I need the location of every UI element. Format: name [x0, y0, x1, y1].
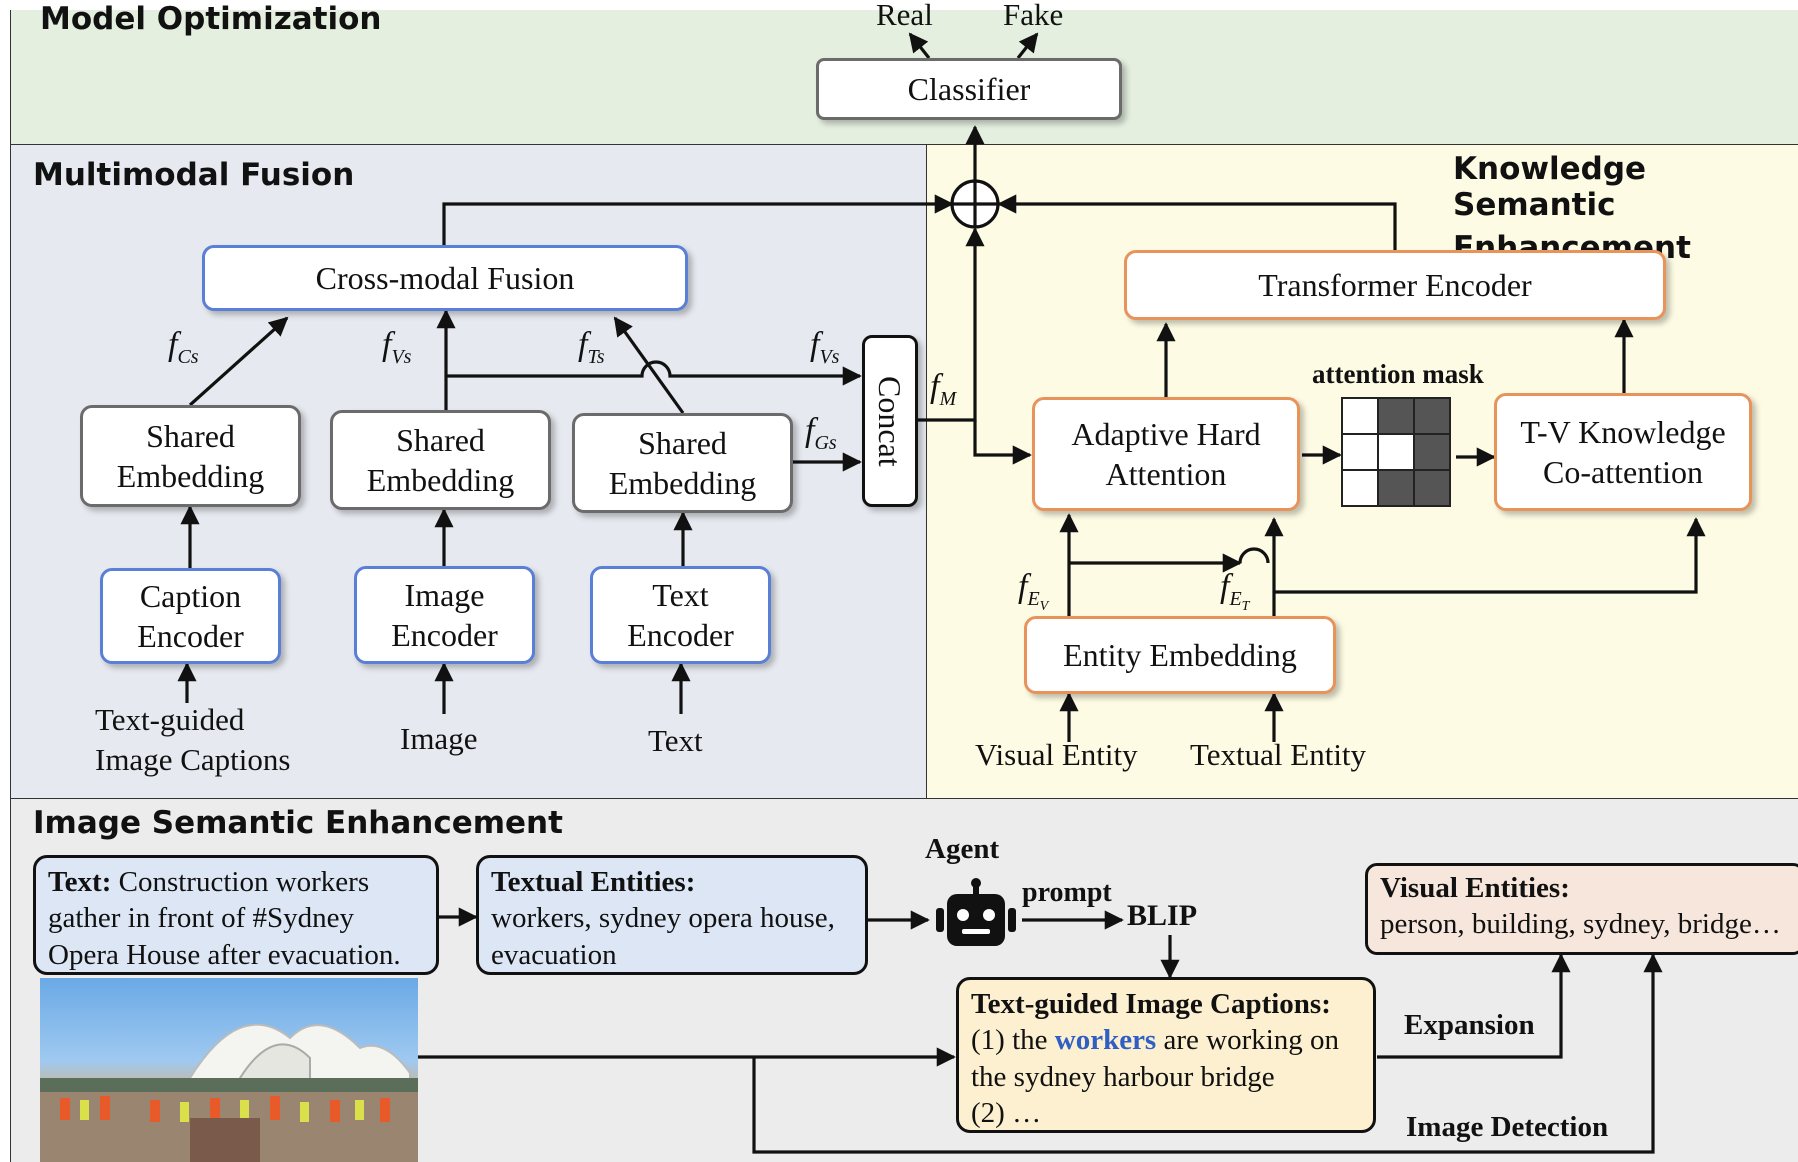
text-value: Construction workers gather in front of … [48, 866, 401, 971]
image-encoder-line1: Image [404, 577, 485, 613]
photo-illustration [40, 1023, 418, 1162]
attention-mask-label: attention mask [1312, 359, 1484, 389]
input-text-label: Text [648, 723, 703, 758]
captions-box: Text-guided Image Captions: (1) the work… [956, 977, 1376, 1133]
input-text-box: Text: Construction workers gather in fro… [33, 855, 439, 975]
visual-entities-box: Visual Entities: person, building, sydne… [1365, 863, 1798, 955]
coattention-line2: Co-attention [1543, 454, 1703, 490]
image-encoder-line2: Encoder [391, 617, 498, 653]
arrow-fm-adaptive [973, 420, 1032, 465]
shared-embedding-line2: Embedding [608, 465, 757, 501]
arrow-to-real [908, 32, 931, 59]
textual-entities-box: Textual Entities: workers, sydney opera … [476, 855, 868, 975]
input-captions-label: Text-guided Image Captions [95, 700, 290, 781]
mask-cell [1341, 433, 1379, 471]
textual-entities-value: workers, sydney opera house, evacuation [491, 902, 835, 971]
agent-label: Agent [925, 833, 1000, 865]
mask-cell [1341, 397, 1379, 435]
visual-entities-label: Visual Entities: [1380, 872, 1570, 904]
shared-embedding-line1: Shared [146, 418, 235, 454]
mask-cell [1377, 433, 1415, 471]
adaptive-line1: Adaptive Hard [1071, 416, 1261, 452]
adaptive-line2: Attention [1105, 456, 1227, 492]
oplus-symbol [950, 179, 1000, 229]
image-enhancement-title: Image Semantic Enhancement [33, 805, 563, 841]
shared-embedding-line1: Shared [638, 425, 727, 461]
knowledge-enhancement-title-line1: Knowledge Semantic [1453, 151, 1647, 223]
f-vs2-label: fVs [810, 326, 840, 368]
textual-entity-label: Textual Entity [1190, 737, 1367, 772]
robot-icon [936, 878, 1016, 946]
arrow-to-fake [1016, 32, 1039, 59]
input-captions-line1: Text-guided [95, 702, 245, 737]
arrow-vs-concat [446, 360, 862, 386]
shared-embedding-line2: Embedding [116, 458, 265, 494]
arrow-et-coattention [1274, 517, 1706, 594]
mask-cell [1413, 469, 1451, 507]
blip-label: BLIP [1127, 899, 1198, 932]
multimodal-fusion-title: Multimodal Fusion [33, 157, 355, 193]
concat-box: Concat [862, 335, 918, 507]
f-m-label: fM [930, 368, 957, 410]
caption-highlight: workers [1054, 1024, 1157, 1057]
f-cs-label: fCs [168, 326, 199, 368]
caption-more: (2) … [971, 1096, 1042, 1129]
real-label: Real [876, 0, 933, 32]
textual-entities-label: Textual Entities: [491, 866, 696, 898]
mask-cell [1377, 397, 1415, 435]
text-label: Text: [48, 866, 112, 898]
input-image-label: Image [400, 721, 478, 756]
image-detection-label: Image Detection [1406, 1111, 1609, 1143]
f-ts-label: fTs [578, 326, 605, 368]
mask-cell [1377, 469, 1415, 507]
caption-encoder-line1: Caption [139, 578, 242, 614]
sample-photo [40, 978, 418, 1162]
concat-label: Concat [872, 375, 908, 467]
arrow-image-detection [752, 953, 1663, 1154]
arrow-transformer-oplus [997, 194, 1397, 250]
f-et-label: fET [1220, 568, 1250, 614]
caption-post: are working on the sydney harbour bridge [971, 1024, 1340, 1093]
classifier-box: Classifier [816, 58, 1122, 120]
attention-mask-grid [1341, 397, 1451, 507]
shared-embedding-line2: Embedding [366, 462, 515, 498]
caption-pre: (1) the [971, 1024, 1048, 1057]
mask-cell [1413, 397, 1451, 435]
prompt-label: prompt [1022, 877, 1112, 908]
arrow-cs-fusion [188, 316, 289, 407]
caption-encoder-line2: Encoder [137, 618, 244, 654]
visual-entity-label: Visual Entity [975, 737, 1138, 772]
f-gs-label: fGs [805, 412, 837, 454]
transformer-encoder-box: Transformer Encoder [1124, 250, 1666, 320]
expansion-label: Expansion [1404, 1009, 1535, 1041]
cross-modal-fusion-box: Cross-modal Fusion [202, 245, 688, 311]
text-encoder-line2: Encoder [627, 617, 734, 653]
captions-label: Text-guided Image Captions: [971, 988, 1331, 1020]
hop-ev [1238, 547, 1270, 564]
arrow-captions-visual [1377, 953, 1571, 1059]
f-vs-label: fVs [382, 326, 412, 368]
mask-cell [1341, 469, 1379, 507]
f-ev-label: fEV [1018, 568, 1049, 614]
text-encoder-line1: Text [652, 577, 709, 613]
knowledge-enhancement-title: Knowledge Semantic Enhancement [1453, 151, 1798, 267]
visual-entities-value: person, building, sydney, bridge… [1380, 908, 1781, 941]
arrow-fusion-oplus [442, 194, 954, 245]
coattention-line1: T-V Knowledge [1520, 414, 1726, 450]
input-captions-line2: Image Captions [95, 742, 291, 778]
entity-embedding-box: Entity Embedding [1024, 616, 1336, 694]
shared-embedding-line1: Shared [396, 422, 485, 458]
model-optimization-title: Model Optimization [40, 1, 382, 37]
mask-cell [1413, 433, 1451, 471]
fake-label: Fake [1003, 0, 1064, 32]
